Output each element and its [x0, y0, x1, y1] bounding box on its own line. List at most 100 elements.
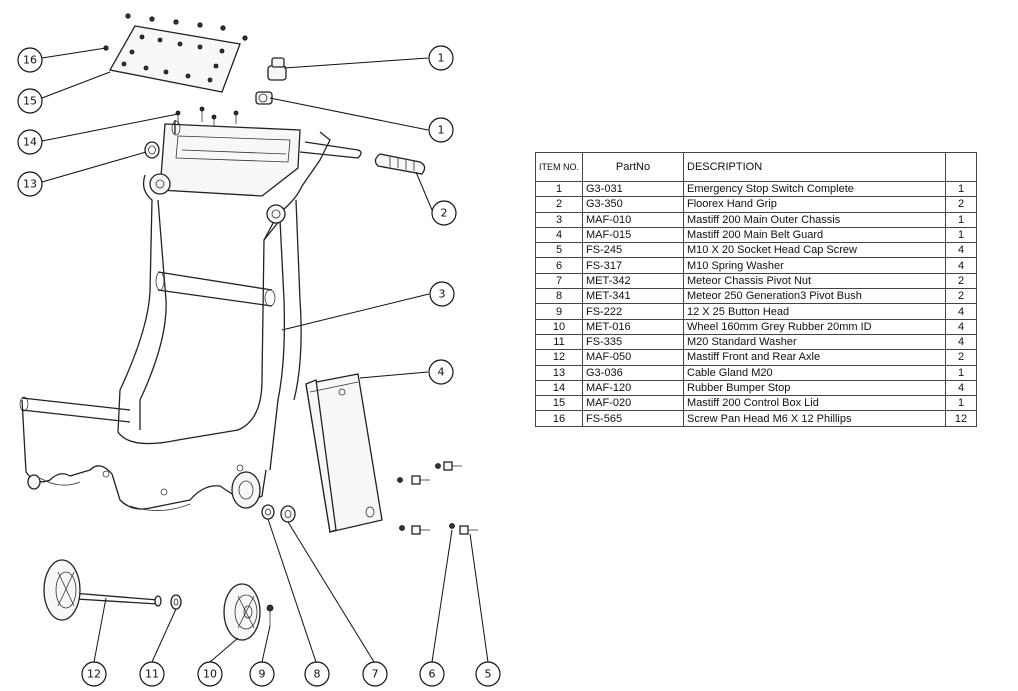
cell-item: 11 — [535, 333, 583, 351]
leader-lines — [41, 47, 489, 663]
cell-item: 6 — [535, 257, 583, 274]
balloon-label: 8 — [314, 668, 321, 681]
button-head-bolt — [266, 604, 274, 626]
cell-part: FS-222 — [582, 303, 684, 320]
balloon-1-second: 1 — [428, 117, 454, 143]
balloon-label: 13 — [23, 178, 37, 191]
cell-description: Rubber Bumper Stop — [683, 379, 946, 397]
cell-item: 9 — [535, 303, 583, 320]
cell-item: 12 — [535, 349, 583, 366]
cell-part: FS-245 — [582, 242, 684, 259]
cell-part: G3-031 — [582, 180, 684, 198]
balloon-6: 6 — [419, 661, 445, 687]
axle-with-wheel — [43, 559, 162, 621]
balloon-label: 1 — [438, 124, 445, 137]
balloon-label: 12 — [87, 668, 101, 681]
cell-description: M10 Spring Washer — [683, 257, 946, 274]
balloon-label: 15 — [23, 95, 37, 108]
cell-qty: 4 — [945, 379, 977, 397]
cell-item: 14 — [535, 379, 583, 397]
cell-description: Meteor Chassis Pivot Nut — [683, 272, 946, 290]
wheel — [223, 583, 261, 641]
cell-description: Mastiff 200 Main Belt Guard — [683, 226, 946, 244]
cell-qty: 4 — [945, 333, 977, 351]
cell-qty: 4 — [945, 318, 977, 335]
header-item-no: ITEM NO. — [535, 152, 583, 182]
cell-description: Mastiff Front and Rear Axle — [683, 349, 946, 366]
balloon-5: 5 — [475, 661, 501, 687]
balloon-1-top: 1 — [428, 45, 454, 71]
cell-item: 10 — [535, 318, 583, 335]
bumper-stops — [175, 106, 239, 128]
cell-qty: 12 — [945, 410, 977, 427]
cell-description: Mastiff 200 Control Box Lid — [683, 395, 946, 412]
balloon-label: 4 — [438, 366, 445, 379]
cell-part: G3-036 — [582, 364, 684, 381]
cell-qty: 1 — [945, 364, 977, 381]
cell-part: MET-341 — [582, 288, 684, 305]
cell-part: MAF-050 — [582, 349, 684, 366]
balloon-14: 14 — [17, 129, 43, 155]
cable-gland — [144, 141, 160, 159]
belt-guard — [305, 373, 383, 533]
balloon-label: 3 — [439, 288, 446, 301]
balloon-2: 2 — [431, 200, 457, 226]
cell-description: Meteor 250 Generation3 Pivot Bush — [683, 288, 946, 305]
hand-grip — [374, 153, 426, 175]
balloon-7: 7 — [362, 661, 388, 687]
cell-description: Cable Gland M20 — [683, 364, 946, 381]
axle-washer — [170, 594, 182, 610]
cell-qty: 2 — [945, 196, 977, 213]
cell-qty: 1 — [945, 395, 977, 412]
cell-item: 3 — [535, 211, 583, 228]
balloon-8: 8 — [304, 661, 330, 687]
balloon-label: 14 — [23, 136, 37, 149]
lid-screws — [103, 13, 248, 51]
cell-item: 7 — [535, 272, 583, 290]
main-chassis — [19, 120, 362, 511]
balloon-label: 7 — [372, 668, 379, 681]
cell-description: 12 X 25 Button Head — [683, 303, 946, 320]
balloon-label: 5 — [485, 668, 492, 681]
cell-description: Emergency Stop Switch Complete — [683, 180, 946, 198]
cell-item: 16 — [535, 410, 583, 427]
pivot-bush-and-nut — [261, 504, 296, 523]
cell-item: 4 — [535, 226, 583, 244]
balloon-label: 10 — [203, 668, 217, 681]
cell-part: MET-342 — [582, 272, 684, 290]
cell-description: M20 Standard Washer — [683, 333, 946, 351]
balloon-13: 13 — [17, 171, 43, 197]
cell-item: 15 — [535, 395, 583, 412]
cell-part: MAF-015 — [582, 226, 684, 244]
balloon-15: 15 — [17, 88, 43, 114]
cell-qty: 4 — [945, 303, 977, 320]
balloon-16: 16 — [17, 47, 43, 73]
cell-qty: 2 — [945, 288, 977, 305]
cell-item: 2 — [535, 196, 583, 213]
header-part-no: PartNo — [582, 152, 684, 182]
balloon-label: 16 — [23, 54, 37, 67]
cell-qty: 2 — [945, 272, 977, 290]
balloon-12: 12 — [81, 661, 107, 687]
header-qty — [945, 152, 977, 182]
cell-part: MAF-020 — [582, 395, 684, 412]
header-description: DESCRIPTION — [683, 152, 946, 182]
balloon-9: 9 — [249, 661, 275, 687]
balloon-3: 3 — [429, 281, 455, 307]
cell-part: MET-016 — [582, 318, 684, 335]
balloon-label: 1 — [438, 52, 445, 65]
